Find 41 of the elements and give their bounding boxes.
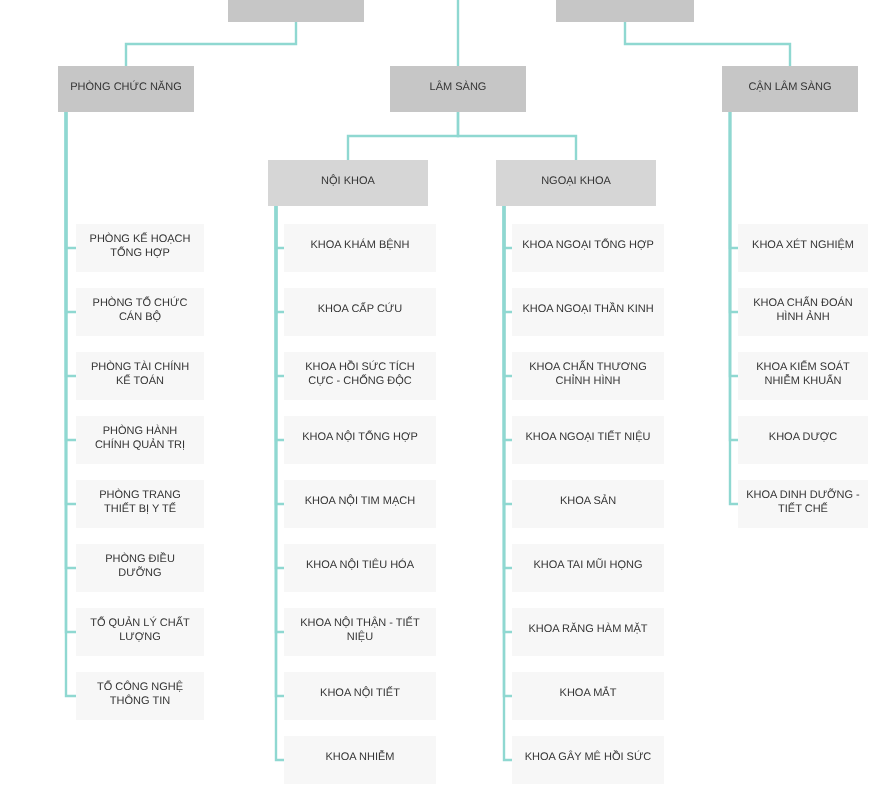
department-box [76,480,204,528]
department-box [76,288,204,336]
division-box [496,160,656,206]
department-box [512,608,664,656]
department-box [738,288,868,336]
department-box [738,224,868,272]
department-box [512,736,664,784]
department-box [284,224,436,272]
department-box [76,224,204,272]
department-box [512,352,664,400]
department-box [76,672,204,720]
department-box [738,352,868,400]
department-box [284,416,436,464]
connector-line [456,112,578,160]
department-box [284,736,436,784]
department-box [76,416,204,464]
department-box [284,672,436,720]
connector-line [456,0,460,66]
connector-line [124,22,298,66]
department-box [284,480,436,528]
department-box [512,416,664,464]
connector-line [728,112,738,506]
connector-line [623,22,792,66]
division-box [268,160,428,206]
department-box [284,288,436,336]
department-box [738,416,868,464]
department-box [738,480,868,528]
department-box [76,544,204,592]
department-box [76,608,204,656]
unit-box [722,66,858,112]
department-box [512,544,664,592]
department-box [76,352,204,400]
unit-box [58,66,194,112]
unit-box [390,66,526,112]
department-box [284,352,436,400]
department-box [512,672,664,720]
department-box [284,544,436,592]
department-box [284,608,436,656]
department-box [512,480,664,528]
department-box [512,224,664,272]
department-box [512,288,664,336]
